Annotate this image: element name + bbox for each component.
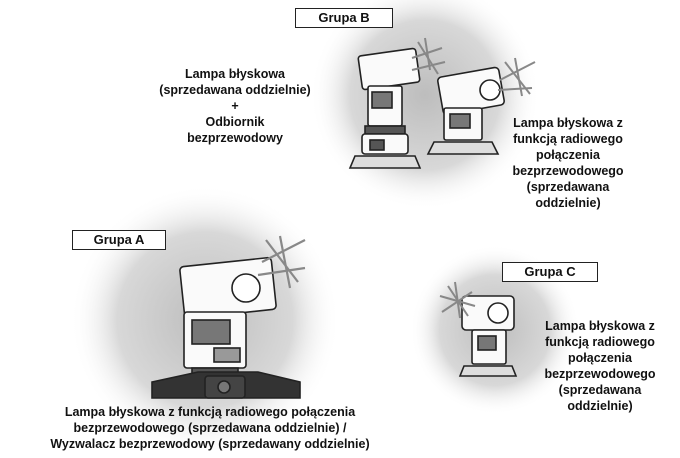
caption-line: oddzielnie): [535, 196, 601, 210]
group-a-label: Grupa A: [72, 230, 166, 250]
caption-line: +: [231, 99, 239, 113]
group-a-flash-trigger-caption: Lampa błyskowa z funkcją radiowego połąc…: [0, 404, 420, 452]
group-b-radio-flash: [426, 66, 505, 155]
group-c-flash-star-icon: [439, 281, 476, 319]
group-c-label: Grupa C: [502, 262, 598, 282]
group-b-radio-flash-caption: Lampa błyskowa z funkcją radiowego połąc…: [500, 115, 636, 211]
caption-line: (sprzedawana: [558, 383, 642, 397]
caption-line: bezprzewodowy: [187, 131, 283, 145]
group-a-camera-with-flash: [151, 256, 301, 399]
caption-line: oddzielnie): [567, 399, 633, 413]
caption-line: funkcją radiowego: [545, 335, 655, 349]
group-b-radio-flash-star-icon: [497, 57, 536, 97]
caption-line: Lampa błyskowa: [184, 67, 286, 81]
caption-line: bezprzewodowego: [512, 164, 624, 178]
group-b-flash-with-receiver: [348, 47, 422, 169]
group-b-flash-receiver-caption: Lampa błyskowa (sprzedawana oddzielnie) …: [140, 66, 330, 146]
caption-line: połączenia: [536, 148, 600, 162]
caption-line: funkcją radiowego: [513, 132, 623, 146]
caption-line: Lampa błyskowa z funkcją radiowego połąc…: [64, 405, 356, 419]
caption-line: (sprzedawana oddzielnie): [159, 83, 311, 97]
group-c-radio-flash-caption: Lampa błyskowa z funkcją radiowego połąc…: [530, 318, 670, 414]
group-b-label: Grupa B: [295, 8, 393, 28]
caption-line: Lampa błyskowa z: [545, 319, 655, 333]
group-c-radio-flash: [458, 295, 518, 377]
caption-line: (sprzedawana: [526, 180, 610, 194]
caption-line: połączenia: [568, 351, 632, 365]
caption-line: Lampa błyskowa z: [513, 116, 623, 130]
caption-line: Wyzwalacz bezprzewodowy (sprzedawany odd…: [50, 437, 370, 451]
caption-line: bezprzewodowego (sprzedawana oddzielnie)…: [73, 421, 347, 435]
group-a-flash-star-icon: [257, 235, 306, 289]
group-b-flash-star-icon: [411, 37, 446, 75]
caption-line: Odbiornik: [205, 115, 265, 129]
caption-line: bezprzewodowego: [544, 367, 656, 381]
